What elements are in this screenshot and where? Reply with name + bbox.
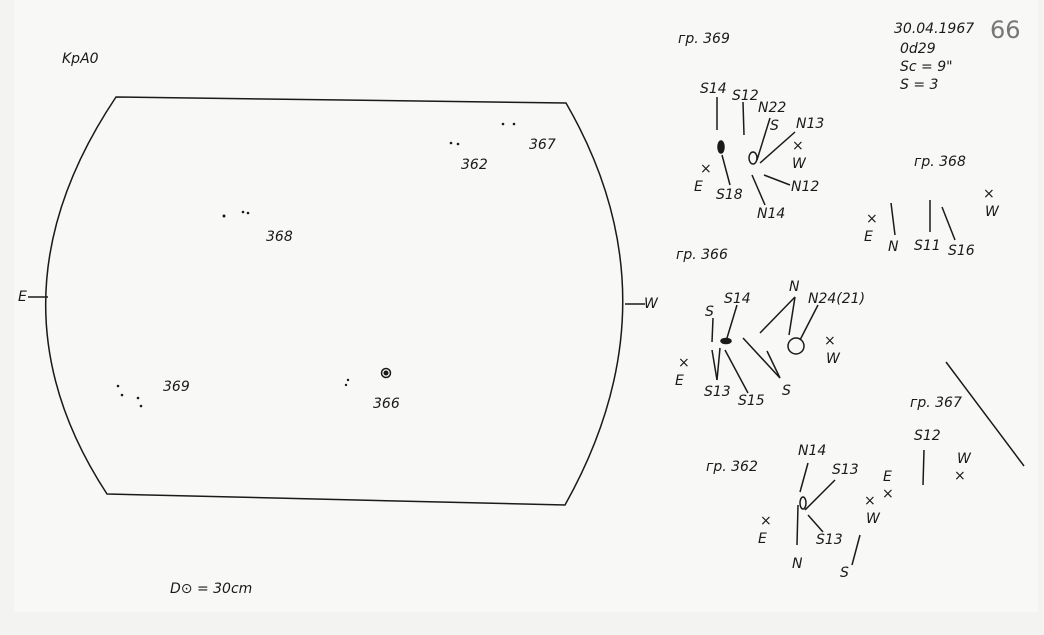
solar-disk-outline: [45, 96, 624, 506]
detail-title-366: гр. 366: [676, 247, 728, 263]
detail-label: S14: [700, 81, 727, 97]
cross-mark: ×: [864, 493, 876, 509]
observer-code: KpA0: [62, 51, 99, 67]
group-label-362: 362: [461, 157, 488, 173]
detail-label: S12: [732, 88, 759, 104]
group-label-368: 368: [266, 229, 293, 245]
detail-label: E: [675, 373, 684, 389]
detail-label: S13: [832, 462, 859, 478]
detail-label: N22: [758, 100, 787, 116]
detail-label: N: [789, 279, 800, 295]
detail-label: N12: [791, 179, 820, 195]
detail-label: N: [888, 239, 899, 255]
cross-mark: ×: [678, 355, 690, 371]
detail-title-369: гр. 369: [678, 31, 730, 47]
disk-west-label: W: [644, 296, 658, 312]
page-number: 66: [990, 16, 1021, 44]
sunspots: [116, 122, 516, 408]
s-value: S = 3: [900, 77, 939, 93]
detail-label: S13: [816, 532, 843, 548]
detail-label: N13: [796, 116, 825, 132]
detail-label: S16: [948, 243, 975, 259]
group-label-366: 366: [373, 396, 400, 412]
detail-title-367: гр. 367: [910, 395, 962, 411]
detail-label: E: [758, 531, 767, 547]
detail-label: S13: [704, 384, 731, 400]
detail-label: E: [864, 229, 873, 245]
cross-mark: ×: [954, 468, 966, 484]
disk-east-label: E: [18, 289, 27, 305]
detail-label: S: [770, 118, 779, 134]
detail-label: S15: [738, 393, 765, 409]
detail-label: S12: [914, 428, 941, 444]
observation-time: 0d29: [900, 41, 936, 57]
scale-value: Sc = 9": [900, 59, 953, 75]
detail-label: N14: [798, 443, 827, 459]
cross-mark: ×: [760, 513, 772, 529]
detail-label: S18: [716, 187, 743, 203]
detail-label: S: [840, 565, 849, 581]
detail-label: S: [782, 383, 791, 399]
detail-label: E: [883, 469, 892, 485]
detail-label: W: [957, 451, 971, 467]
detail-label: S11: [914, 238, 941, 254]
group-label-367: 367: [529, 137, 556, 153]
detail-label: W: [985, 204, 999, 220]
detail-title-362: гр. 362: [706, 459, 758, 475]
detail-label: N14: [757, 206, 786, 222]
cross-mark: ×: [824, 333, 836, 349]
detail-label: W: [866, 511, 880, 527]
group-label-369: 369: [163, 379, 190, 395]
detail-label: W: [792, 156, 806, 172]
cross-mark: ×: [882, 486, 894, 502]
observation-date: 30.04.1967: [894, 21, 975, 37]
detail-label: S: [705, 304, 714, 320]
detail-label: N: [792, 556, 803, 572]
disk-diameter: D⊙ = 30cm: [170, 581, 253, 597]
cross-mark: ×: [866, 211, 878, 227]
detail-label: N24(21): [808, 291, 866, 307]
detail-label: W: [826, 351, 840, 367]
cross-mark: ×: [983, 186, 995, 202]
detail-title-368: гр. 368: [914, 154, 966, 170]
detail-label: S14: [724, 291, 751, 307]
cross-mark: ×: [792, 138, 804, 154]
cross-mark: ×: [700, 161, 712, 177]
detail-label: E: [694, 179, 703, 195]
